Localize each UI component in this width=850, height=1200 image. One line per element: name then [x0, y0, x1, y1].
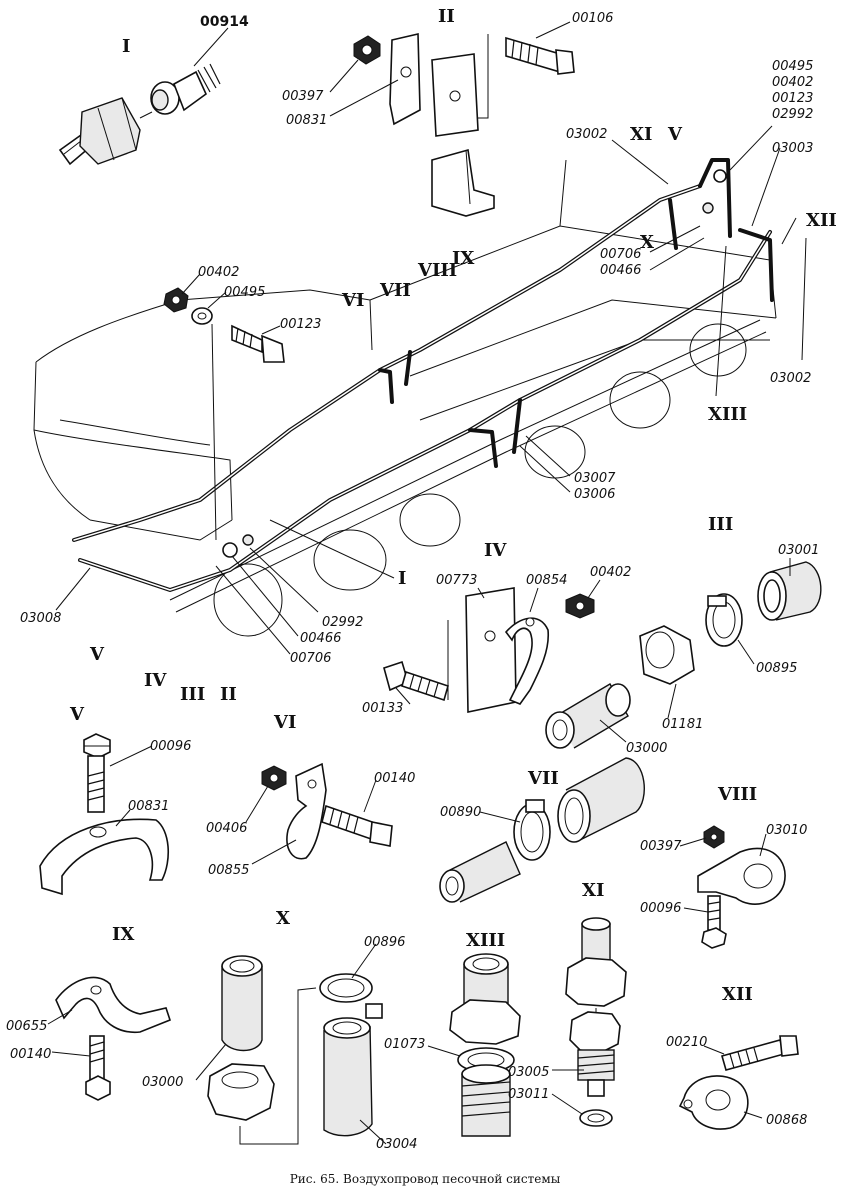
detail-I-fitting [58, 63, 221, 166]
part-label-03003: 03003 [772, 141, 813, 156]
detail-XIII-fitting [449, 953, 521, 1137]
view-label-VII-detail: VII [527, 768, 559, 789]
detail-V-bracket [39, 733, 170, 896]
part-label-00140-IX: 00140 [10, 1047, 51, 1062]
part-label-03001: 03001 [778, 543, 819, 558]
part-label-03011: 03011 [508, 1087, 549, 1102]
bolt-nut-washer-group [163, 287, 285, 541]
view-label-II: II [438, 6, 455, 27]
part-label-00096-V: 00096 [150, 739, 191, 754]
part-label-00914: 00914 [200, 14, 249, 30]
part-labels: 00914 00106 00397 00831 00495 00402 0012… [6, 11, 819, 1152]
part-label-00402-mid: 00402 [198, 265, 239, 280]
part-label-00855: 00855 [208, 863, 249, 878]
part-label-00466-top: 00466 [600, 263, 641, 278]
view-label-VII: VII [379, 280, 411, 301]
part-label-03002-top: 03002 [566, 127, 607, 142]
detail-IV-clamp [383, 587, 595, 713]
view-label-VIII-detail: VIII [717, 784, 757, 805]
part-label-02992-main: 02992 [322, 615, 363, 630]
part-label-00406: 00406 [206, 821, 247, 836]
view-label-XII-detail: XII [722, 984, 753, 1005]
part-label-00896: 00896 [364, 935, 405, 950]
part-label-00210: 00210 [666, 1035, 707, 1050]
view-label-III-main: III [180, 684, 205, 705]
part-label-03000-detail: 03000 [626, 741, 667, 756]
truck-assembly [33, 158, 777, 637]
part-label-00140-VI: 00140 [374, 771, 415, 786]
leader-lines [47, 21, 807, 1145]
detail-X-fitting [207, 955, 383, 1145]
part-label-00868: 00868 [766, 1113, 807, 1128]
detail-III-coupling [545, 561, 822, 749]
part-label-03010: 03010 [766, 823, 807, 838]
view-label-XI-detail: XI [582, 880, 604, 901]
detail-XII-clamp [678, 1035, 799, 1130]
part-label-00123-top: 00123 [772, 91, 813, 106]
part-label-00495-mid: 00495 [224, 285, 265, 300]
view-label-XIII-detail: XIII [466, 930, 505, 951]
view-label-VI-detail: VI [273, 712, 296, 733]
view-label-IV: IV [484, 540, 507, 561]
view-label-X-detail: X [276, 908, 290, 929]
part-label-00106: 00106 [572, 11, 613, 26]
part-label-01073: 01073 [384, 1037, 425, 1052]
part-label-00706-top: 00706 [600, 247, 641, 262]
view-label-V: V [667, 124, 683, 145]
view-label-XIII: XIII [708, 404, 747, 425]
part-label-00397-top: 00397 [282, 89, 324, 104]
part-label-00706-main: 00706 [290, 651, 331, 666]
part-label-00773: 00773 [436, 573, 477, 588]
figure-caption: Рис. 65. Воздухопровод песочной системы [289, 1172, 561, 1186]
view-label-X: X [640, 232, 654, 253]
part-label-00890: 00890 [440, 805, 481, 820]
view-labels: I II XI V X IX VIII VII VI XII XIII I V … [69, 6, 837, 1005]
part-label-00831-top: 00831 [286, 113, 327, 128]
detail-VII-hose-clamp [439, 757, 645, 903]
part-label-03004: 03004 [376, 1137, 417, 1152]
view-label-IX-detail: IX [112, 924, 134, 945]
part-label-03007: 03007 [574, 471, 616, 486]
part-label-00397-VIII: 00397 [640, 839, 682, 854]
view-label-XII-main: XII [806, 210, 837, 231]
part-label-03008: 03008 [20, 611, 61, 626]
detail-XI-fitting [565, 917, 627, 1127]
view-label-XI: XI [630, 124, 652, 145]
detail-IX-clamp [55, 976, 171, 1101]
part-label-00096-VIII: 00096 [640, 901, 681, 916]
view-label-I: I [122, 36, 130, 57]
part-label-03002-right: 03002 [770, 371, 811, 386]
part-label-02992-top: 02992 [772, 107, 813, 122]
view-label-V-detail: V [69, 704, 85, 725]
part-label-00402-top: 00402 [772, 75, 813, 90]
detail-II-bracket [353, 33, 575, 217]
part-label-00831-V: 00831 [128, 799, 169, 814]
view-label-IV-main: IV [144, 670, 167, 691]
part-label-00655: 00655 [6, 1019, 47, 1034]
view-label-I-main: I [398, 568, 406, 589]
part-label-00895: 00895 [756, 661, 797, 676]
part-label-00495-top: 00495 [772, 59, 813, 74]
part-label-00402-detail: 00402 [590, 565, 631, 580]
detail-VI-clamp [261, 762, 393, 860]
part-label-03006: 03006 [574, 487, 615, 502]
view-label-IX: IX [452, 248, 474, 269]
part-label-00466-main: 00466 [300, 631, 341, 646]
detail-VIII-clamp [697, 825, 786, 949]
part-label-00854: 00854 [526, 573, 567, 588]
part-label-00133: 00133 [362, 701, 403, 716]
part-label-01181: 01181 [662, 717, 703, 732]
view-label-V-main: V [89, 644, 105, 665]
view-label-VI: VI [341, 290, 364, 311]
view-label-III: III [708, 514, 733, 535]
part-label-00123-mid: 00123 [280, 317, 321, 332]
part-label-03000-X: 03000 [142, 1075, 183, 1090]
view-label-VIII: VIII [417, 260, 457, 281]
part-label-03005: 03005 [508, 1065, 549, 1080]
view-label-II-main: II [220, 684, 237, 705]
